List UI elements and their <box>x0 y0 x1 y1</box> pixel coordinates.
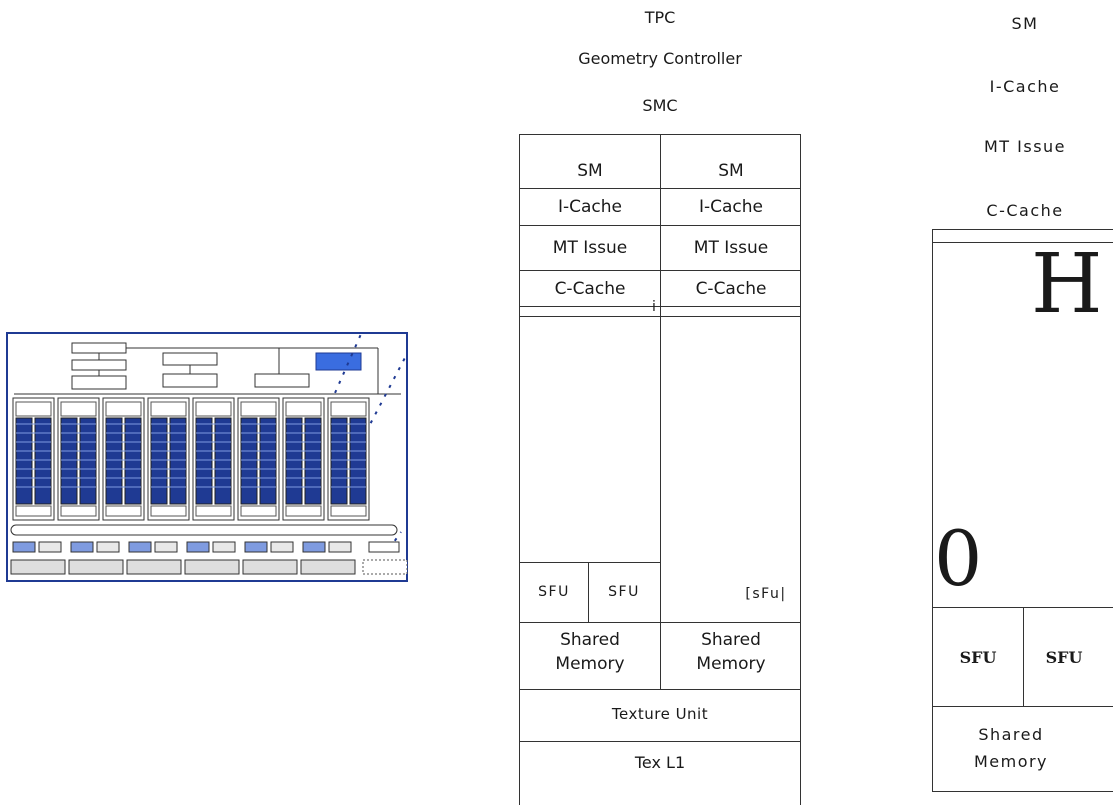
tex-l1-label: Tex L1 <box>634 753 686 772</box>
sm-detail-icache: I-Cache <box>989 77 1061 96</box>
thumb-ctrl-block <box>162 373 218 388</box>
sm-detail-mt-issue: MT Issue <box>983 137 1067 156</box>
sm-right-shared-1: Shared <box>701 630 761 650</box>
sm-detail-shared-2: Memory <box>973 752 1049 771</box>
sm-detail-sfu-1: SFU <box>959 648 997 667</box>
sm-left-shared-2: Memory <box>555 654 625 674</box>
thumb-dram-dashed <box>362 559 408 575</box>
sm-left-mt-issue: MT Issue <box>552 238 628 258</box>
sm-detail-ccache: C-Cache <box>986 201 1064 220</box>
sm-left-sfu-1: SFU <box>538 584 570 600</box>
sm-detail-box: H 0 SFU SFU Shared Memory <box>932 229 1113 792</box>
smc-label: SMC <box>642 96 678 115</box>
sm-detail-sfu-2: SFU <box>1045 648 1083 667</box>
sm-left-shared-1: Shared <box>560 630 620 650</box>
gpu-overview-thumbnail <box>6 332 409 582</box>
sm-right-ccache: C-Cache <box>695 279 767 299</box>
thumb-memory-partition <box>300 541 356 575</box>
thumb-ctrl-block <box>162 352 218 366</box>
thumb-io-block <box>368 541 400 553</box>
thumb-highlight-block <box>315 352 362 371</box>
sm-detail-glyph-h: H <box>1031 237 1103 332</box>
stray-mark: i <box>652 299 656 315</box>
thumb-memory-partition <box>68 541 124 575</box>
sm-detail-shared-1: Shared <box>978 725 1044 744</box>
sm-right-title: SM <box>718 161 744 181</box>
sm-right-mt-issue: MT Issue <box>693 238 769 258</box>
thumb-tpc-column <box>237 397 280 521</box>
sm-left-sfu-2: SFU <box>608 584 640 600</box>
thumb-ctrl-block <box>254 373 310 388</box>
thumb-tpc-array <box>12 397 370 521</box>
thumb-memory-partition <box>126 541 182 575</box>
texture-unit-label: Texture Unit <box>611 705 709 723</box>
sm-right-icache: I-Cache <box>698 197 763 217</box>
sm-divider <box>660 135 661 689</box>
tpc-box: SM I-Cache MT Issue C-Cache SFU SFU Shar… <box>519 134 801 805</box>
sm-detail-glyph-0: 0 <box>934 514 983 603</box>
thumb-tpc-column <box>12 397 55 521</box>
thumb-tpc-column <box>57 397 100 521</box>
tpc-title: TPC <box>644 8 676 27</box>
thumb-tpc-column <box>327 397 370 521</box>
thumb-tpc-column <box>147 397 190 521</box>
geometry-controller-label: Geometry Controller <box>578 49 742 68</box>
sm-left-icache: I-Cache <box>557 197 622 217</box>
thumb-memory-array <box>10 541 400 575</box>
sm-left-ccache: C-Cache <box>554 279 626 299</box>
thumb-tpc-column <box>102 397 145 521</box>
thumb-memory-partition <box>10 541 66 575</box>
thumb-ctrl-block <box>71 359 127 371</box>
sm-right-shared-2: Memory <box>696 654 766 674</box>
thumb-memory-partition <box>184 541 240 575</box>
sm-detail-title: SM <box>1011 14 1039 33</box>
gpu-overview-diagram <box>6 332 409 582</box>
thumb-ctrl-block <box>71 342 127 354</box>
thumb-tpc-column <box>192 397 235 521</box>
sm-right-sfu: [sFu| <box>745 586 787 602</box>
thumb-tpc-column <box>282 397 325 521</box>
thumb-interconnect-bus <box>10 524 398 536</box>
thumb-memory-partition <box>242 541 298 575</box>
sm-left-title: SM <box>577 161 603 181</box>
thumb-ctrl-block <box>71 375 127 390</box>
